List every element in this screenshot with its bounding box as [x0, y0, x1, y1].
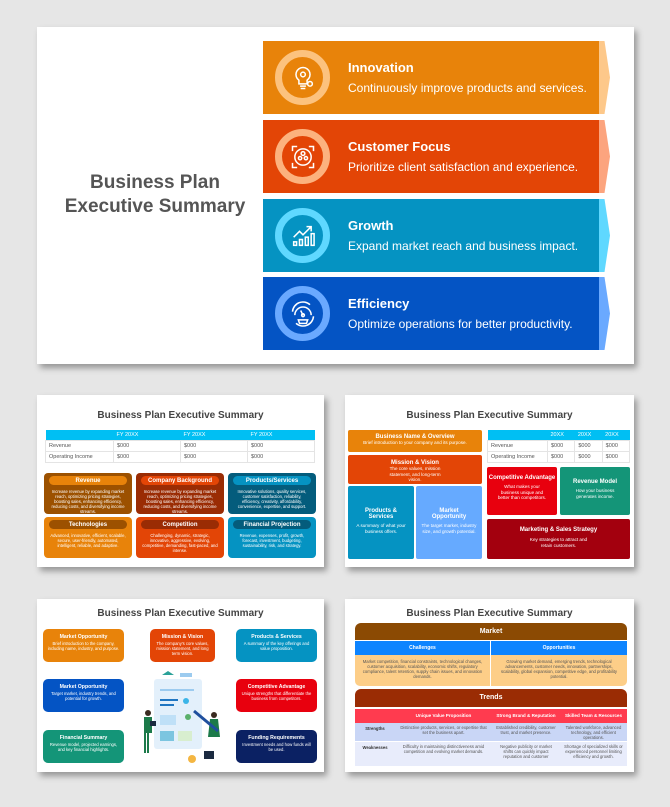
slide-thumbnail-a[interactable]: Business Plan Executive Summary FY 20XX …	[37, 395, 324, 567]
table-row: Weaknesses Difficulty in maintaining dis…	[355, 742, 627, 766]
band-efficiency: Efficiency Optimize operations for bette…	[263, 277, 610, 350]
slide-thumbnail-b[interactable]: Business Plan Executive Summary Business…	[345, 395, 634, 567]
table-row: Operating Income$000$000$000	[487, 451, 631, 463]
card-technologies: Technologies Advanced, innovative, effic…	[44, 517, 132, 558]
card-revenue: Revenue Increase revenue by expanding ma…	[44, 473, 132, 514]
band-description: Prioritize client satisfaction and exper…	[348, 160, 579, 174]
arrow-tip	[599, 120, 610, 193]
trends-column-headers: Unique Value Proposition Strong Brand & …	[355, 709, 627, 723]
block-marketing-sales: Marketing & Sales Strategy Key strategie…	[487, 519, 630, 559]
block-business-overview: Business Name & Overview Brief introduct…	[348, 430, 482, 452]
block-products-services: Products & Services A summary of what yo…	[348, 486, 414, 559]
band-description: Expand market reach and business impact.	[348, 239, 579, 253]
trends-header: Trends	[355, 689, 627, 707]
slide-title: Business Plan Executive Summary	[406, 410, 573, 421]
band-customer-focus: Customer Focus Prioritize client satisfa…	[263, 120, 610, 193]
card-products-services: Products/Services Innovative solutions, …	[228, 473, 316, 514]
card-competition: Competition Challenging, dynamic, strate…	[136, 517, 224, 558]
card-market-opportunity-2: Market Opportunity Target market, indust…	[43, 679, 124, 712]
customer-target-icon	[275, 129, 330, 184]
financial-table: FY 20XX FY 20XX FY 20XX Revenue$000$000$…	[45, 430, 315, 463]
block-market-opportunity: Market Opportunity The target market, in…	[416, 486, 482, 559]
table-row: Revenue$000$000$000	[487, 440, 631, 452]
card-funding-requirements: Funding Requirements Investment needs an…	[236, 730, 317, 763]
card-company-background: Company Background Increase revenue by e…	[136, 473, 224, 514]
card-competitive-advantage: Competitive Advantage Unique strengths t…	[236, 679, 317, 712]
band-innovation: Innovation Continuously improve products…	[263, 41, 610, 114]
band-title: Innovation	[348, 60, 414, 75]
slide-thumbnail-main[interactable]: Business Plan Executive Summary Innovati…	[37, 27, 634, 364]
financial-table: 20XX 20XX 20XX Revenue$000$000$000 Opera…	[487, 430, 631, 463]
arrow-tip	[599, 199, 610, 272]
band-title: Customer Focus	[348, 139, 451, 154]
block-mission-vision: Mission & Vision The core values, missio…	[348, 455, 482, 484]
card-mission-vision: Mission & Vision The company's core valu…	[150, 629, 215, 662]
slide-title: Business Plan Executive Summary	[97, 410, 264, 421]
slide-title: Business Plan Executive Summary	[64, 172, 246, 217]
band-title: Growth	[348, 218, 394, 233]
market-content: Market competition, financial constraint…	[355, 655, 627, 686]
table-row: Operating Income$000$000$000	[45, 451, 315, 463]
table-row: Strengths Distinctive products, services…	[355, 723, 627, 741]
block-revenue-model: Revenue Model How your business generate…	[560, 467, 630, 515]
band-description: Optimize operations for better productiv…	[348, 317, 573, 331]
table-row: Revenue$000$000$000	[45, 440, 315, 452]
arrow-tip	[599, 41, 610, 114]
growth-chart-icon	[275, 208, 330, 263]
card-financial-summary: Financial Summary Revenue model, project…	[43, 730, 124, 763]
card-financial-projection: Financial Projection Revenue, expenses, …	[228, 517, 316, 558]
band-growth: Growth Expand market reach and business …	[263, 199, 610, 272]
arrow-tip	[599, 277, 610, 350]
slide-title: Business Plan Executive Summary	[97, 608, 264, 619]
band-title: Efficiency	[348, 296, 410, 311]
gauge-gear-icon	[275, 286, 330, 341]
block-competitive-advantage: Competitive Advantage What makes your bu…	[487, 467, 557, 515]
band-description: Continuously improve products and servic…	[348, 81, 587, 95]
card-market-opportunity: Market Opportunity Brief introduction to…	[43, 629, 124, 662]
business-planning-illustration	[144, 671, 220, 763]
slide-title: Business Plan Executive Summary	[406, 608, 573, 619]
market-subheader: Challenges Opportunities	[355, 641, 627, 655]
card-products-services: Products & Services A summary of the key…	[236, 629, 317, 662]
slide-thumbnail-c[interactable]: Business Plan Executive Summary Market O…	[37, 599, 324, 772]
slide-thumbnail-d[interactable]: Business Plan Executive Summary Market C…	[345, 599, 634, 772]
lightbulb-gear-icon	[275, 50, 330, 105]
market-header: Market	[355, 623, 627, 640]
